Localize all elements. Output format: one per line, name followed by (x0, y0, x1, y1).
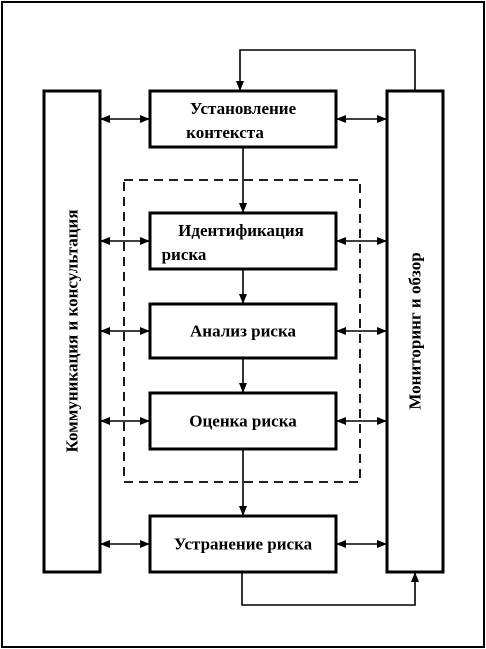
step-identification-line-2: риска (162, 245, 207, 264)
step-evaluation-box (148, 391, 338, 451)
arrow-monitoring-to-context (236, 49, 416, 91)
communication-label: Коммуникация и консультация (63, 209, 82, 452)
step-treatment-label: Устранение риска (174, 535, 313, 554)
step-identification-box (148, 211, 338, 271)
step-evaluation-label: Оценка риска (189, 412, 297, 431)
step-analysis-label: Анализ риска (190, 322, 296, 341)
communication-panel (42, 89, 102, 574)
step-treatment-box (148, 514, 338, 574)
step-context-line-2: контекста (186, 123, 264, 142)
step-context-line-1: Установление (190, 99, 297, 118)
step-identification-line-1: Идентификация (178, 221, 304, 240)
monitoring-label: Мониторинг и обзор (406, 252, 425, 409)
arrow-treatment-to-monitoring (241, 572, 419, 606)
